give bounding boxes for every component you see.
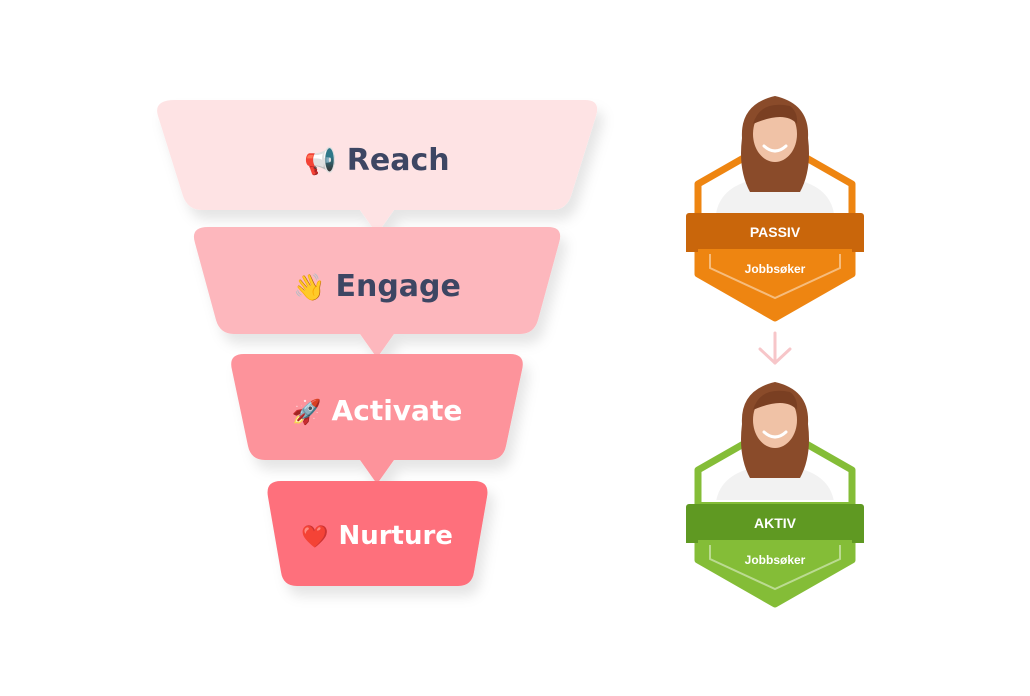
badge-role: Jobbsøker	[745, 262, 806, 276]
badge-ribbon	[686, 213, 864, 249]
arrow-down-icon	[758, 331, 792, 365]
funnel-stage-engage: 👋 Engage	[193, 227, 561, 358]
badge-ribbon	[686, 504, 864, 540]
funnel-stage-nurture: ❤️ Nurture	[267, 481, 488, 586]
badge-ribbon-fold	[686, 244, 698, 252]
badge-status: AKTIV	[754, 515, 797, 531]
svg-text:🚀Activate: 🚀 Activate	[292, 394, 463, 427]
funnel-stage-label: Reach	[347, 143, 450, 178]
funnel-stage-shape	[231, 354, 523, 484]
badge-status: PASSIV	[750, 224, 801, 240]
avatar	[716, 382, 834, 500]
rocket-icon: 🚀	[292, 398, 322, 426]
badge-role: Jobbsøker	[745, 553, 806, 567]
badge-ribbon-fold	[852, 244, 864, 252]
funnel-stage-label: Activate	[332, 394, 463, 427]
waving-hand-icon: 👋	[293, 273, 325, 303]
heart-icon: ❤️	[301, 524, 329, 550]
funnel-stage-label: Engage	[335, 269, 460, 304]
svg-text:❤️Nurture: ❤️ Nurture	[301, 521, 453, 551]
funnel-stage-shape	[193, 227, 561, 358]
svg-text:👋Engage: 👋 Engage	[293, 269, 461, 304]
svg-text:📢Reach: 📢 Reach	[304, 143, 449, 178]
status-badge-passiv: PASSIV Jobbsøker	[686, 96, 864, 322]
funnel-stage-shape	[157, 100, 598, 234]
badge-ribbon-fold	[686, 535, 698, 543]
funnel: 📢 Reach 👋 Engage 🚀 Activate ❤️ Nurture	[157, 100, 598, 586]
megaphone-icon: 📢	[304, 146, 336, 177]
status-badge-aktiv: AKTIV Jobbsøker	[686, 382, 864, 608]
funnel-stage-shape	[267, 481, 488, 586]
avatar	[716, 96, 834, 214]
funnel-stage-activate: 🚀 Activate	[231, 354, 523, 484]
badge-ribbon-fold	[852, 535, 864, 543]
funnel-stage-reach: 📢 Reach	[157, 100, 598, 234]
funnel-stage-label: Nurture	[338, 521, 453, 551]
